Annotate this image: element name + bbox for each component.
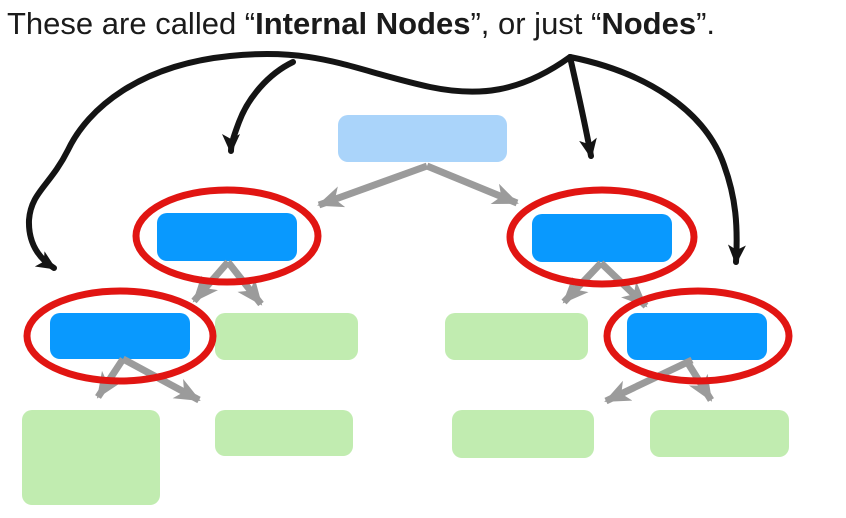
annotation-arrow-mid-right-icon bbox=[567, 54, 597, 159]
leaf-node-bottom-left bbox=[215, 410, 353, 456]
internal-node-right-right bbox=[627, 313, 767, 360]
internal-node-right bbox=[532, 214, 672, 262]
title-prefix: These are called “ bbox=[7, 6, 256, 41]
leaf-node-left-right bbox=[215, 313, 358, 360]
annotation-arrow-mid-left-icon bbox=[222, 59, 296, 154]
root-node bbox=[338, 115, 507, 162]
internal-node-left-left bbox=[50, 313, 190, 359]
leaf-node-right-left bbox=[445, 313, 588, 360]
leaf-node-bottom-far-right bbox=[650, 410, 789, 457]
edge-rightright-to-leftchild-icon bbox=[604, 356, 694, 405]
tree-nodes bbox=[22, 115, 789, 505]
annotation-arrow-far-right-icon bbox=[567, 54, 746, 265]
annotation-arrows bbox=[25, 51, 746, 271]
title-suffix: ”. bbox=[696, 6, 716, 41]
leaf-node-bottom-right bbox=[452, 410, 594, 458]
highlight-ellipse-left bbox=[132, 186, 322, 286]
leaf-node-bottom-far-left bbox=[22, 410, 160, 505]
highlight-ellipse-right-right bbox=[603, 287, 793, 385]
title-middle: ”, or just “ bbox=[470, 6, 602, 41]
annotation-arrow-far-left-icon bbox=[25, 51, 573, 271]
highlight-ellipse-right bbox=[506, 186, 698, 288]
title-bold-nodes: Nodes bbox=[601, 6, 697, 41]
title-text: These are called “Internal Nodes”, or ju… bbox=[7, 6, 841, 42]
highlight-ellipse-left-left bbox=[23, 287, 217, 385]
title-bold-internal-nodes: Internal Nodes bbox=[255, 6, 471, 41]
internal-node-left bbox=[157, 213, 297, 261]
edge-root-to-left-icon bbox=[317, 162, 429, 209]
highlight-ellipses bbox=[23, 186, 793, 385]
edge-root-to-right-icon bbox=[425, 162, 519, 207]
